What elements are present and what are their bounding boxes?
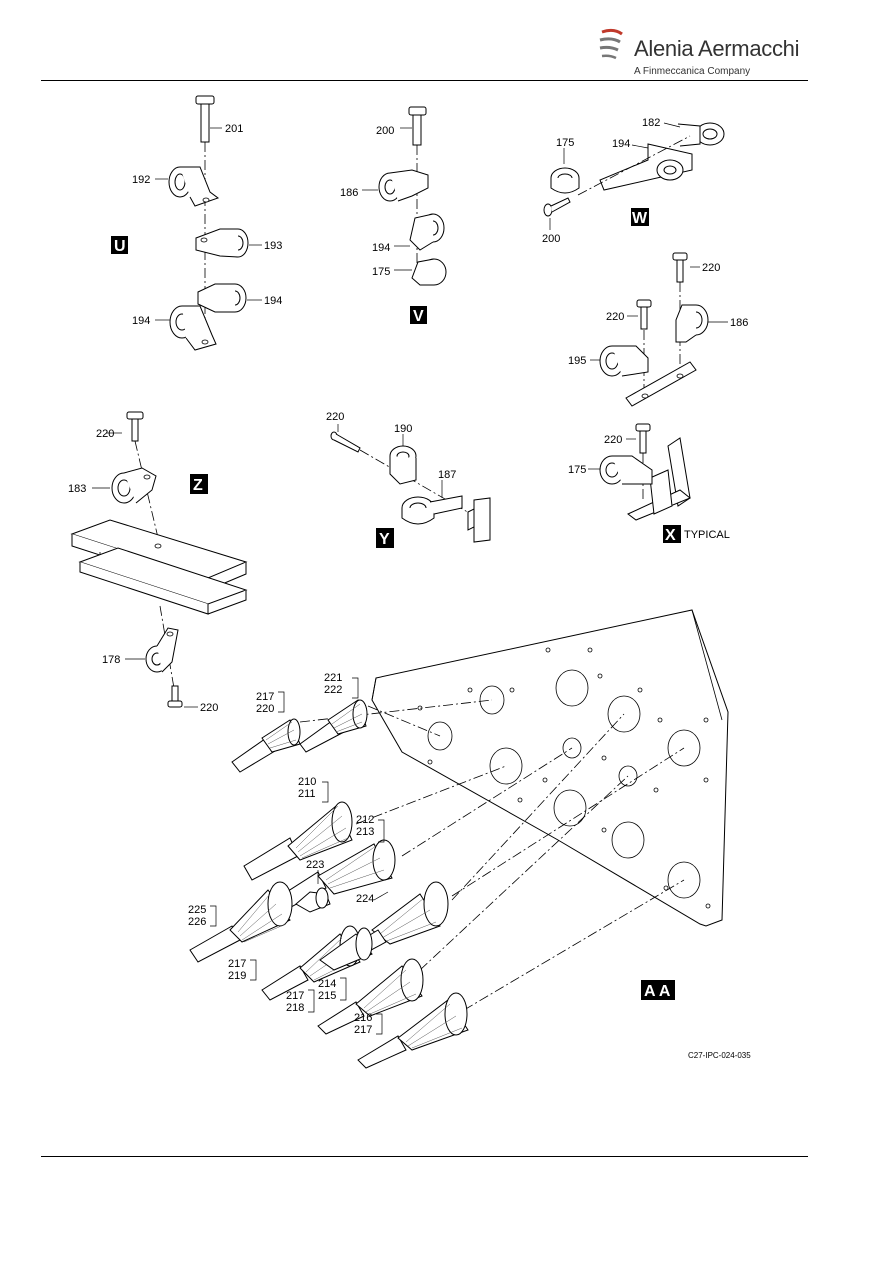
callout-187: 187 xyxy=(438,469,456,481)
callout-175: 175 xyxy=(556,137,574,149)
callout-220: 220 xyxy=(256,703,274,715)
view-x-upper-bracket-assembly: 220 220 186 195 xyxy=(568,252,748,407)
callout-220: 220 xyxy=(200,702,218,714)
callout-178: 178 xyxy=(102,654,120,666)
callout-224: 224 xyxy=(356,893,374,905)
callout-213: 213 xyxy=(356,826,374,838)
callout-183: 183 xyxy=(68,483,86,495)
callout-194: 194 xyxy=(132,315,150,327)
view-w-clamp-assembly: 182 175 194 200 W xyxy=(542,117,725,245)
callout-194: 194 xyxy=(264,295,282,307)
callout-220: 220 xyxy=(604,434,622,446)
callout-218: 218 xyxy=(286,1002,304,1014)
view-label-u: U xyxy=(114,238,126,255)
callout-186: 186 xyxy=(340,187,358,199)
view-label-w: W xyxy=(632,210,648,227)
view-label-x: X xyxy=(665,527,676,544)
brand-tagline: A Finmeccanica Company xyxy=(634,66,751,77)
view-label-box xyxy=(631,208,649,226)
callout-186: 186 xyxy=(730,317,748,329)
callout-226: 226 xyxy=(188,916,206,928)
callout-200: 200 xyxy=(542,233,560,245)
callout-194: 194 xyxy=(372,242,390,254)
callout-220: 220 xyxy=(606,311,624,323)
callout-217: 217 xyxy=(354,1024,372,1036)
callout-215: 215 xyxy=(318,990,336,1002)
callout-190: 190 xyxy=(394,423,412,435)
callout-220: 220 xyxy=(702,262,720,274)
callout-195: 195 xyxy=(568,355,586,367)
view-x-lower-bracket-assembly: 220 175 X TYPICAL xyxy=(568,423,730,544)
callout-182: 182 xyxy=(642,117,660,129)
logo-swoosh-icon xyxy=(599,28,623,60)
callout-223: 223 xyxy=(306,859,324,871)
view-label-box xyxy=(111,236,128,254)
view-x-note: TYPICAL xyxy=(684,529,730,541)
view-label-box xyxy=(410,306,427,324)
callout-217: 217 xyxy=(228,958,246,970)
view-label-box xyxy=(190,474,208,494)
callout-217: 217 xyxy=(286,990,304,1002)
view-label-box xyxy=(376,528,394,548)
callout-220: 220 xyxy=(326,411,344,423)
callout-210: 210 xyxy=(298,776,316,788)
callout-175: 175 xyxy=(568,464,586,476)
view-label-aa: A A xyxy=(644,983,671,1000)
callout-212: 212 xyxy=(356,814,374,826)
callout-222: 222 xyxy=(324,684,342,696)
callout-217: 217 xyxy=(256,691,274,703)
view-label-z: Z xyxy=(193,477,203,494)
callout-193: 193 xyxy=(264,240,282,252)
callout-192: 192 xyxy=(132,174,150,186)
view-v-clamp-assembly: 200 186 194 175 V xyxy=(340,106,447,325)
view-z-clamp-assembly: 220 183 178 220 Z xyxy=(68,411,248,714)
view-label-y: Y xyxy=(379,531,390,548)
callout-175: 175 xyxy=(372,266,390,278)
footer-rule xyxy=(41,1156,808,1157)
callout-221: 221 xyxy=(324,672,342,684)
view-aa-connector-panel: 221 222 217 220 210 211 212 213 223 224 … xyxy=(188,609,729,1069)
alenia-aermacchi-logo: Alenia Aermacchi A Finmeccanica Company xyxy=(596,22,800,80)
callout-200: 200 xyxy=(376,125,394,137)
callout-211: 211 xyxy=(298,788,316,800)
header-rule xyxy=(41,80,808,81)
brand-name: Alenia Aermacchi xyxy=(634,36,800,61)
callout-201: 201 xyxy=(225,123,243,135)
view-y-clamp-assembly: 220 190 187 Y xyxy=(326,411,491,548)
callout-225: 225 xyxy=(188,904,206,916)
view-label-v: V xyxy=(413,308,424,325)
view-u-clamp-assembly: 201 192 193 194 194 U xyxy=(111,95,282,351)
callout-194: 194 xyxy=(612,138,630,150)
figure-id: C27-IPC-024-035 xyxy=(688,1051,751,1060)
callout-220: 220 xyxy=(96,428,114,440)
callout-214: 214 xyxy=(318,978,336,990)
callout-219: 219 xyxy=(228,970,246,982)
view-label-box xyxy=(641,980,675,1000)
callout-216: 216 xyxy=(354,1012,372,1024)
view-label-box xyxy=(663,525,681,543)
